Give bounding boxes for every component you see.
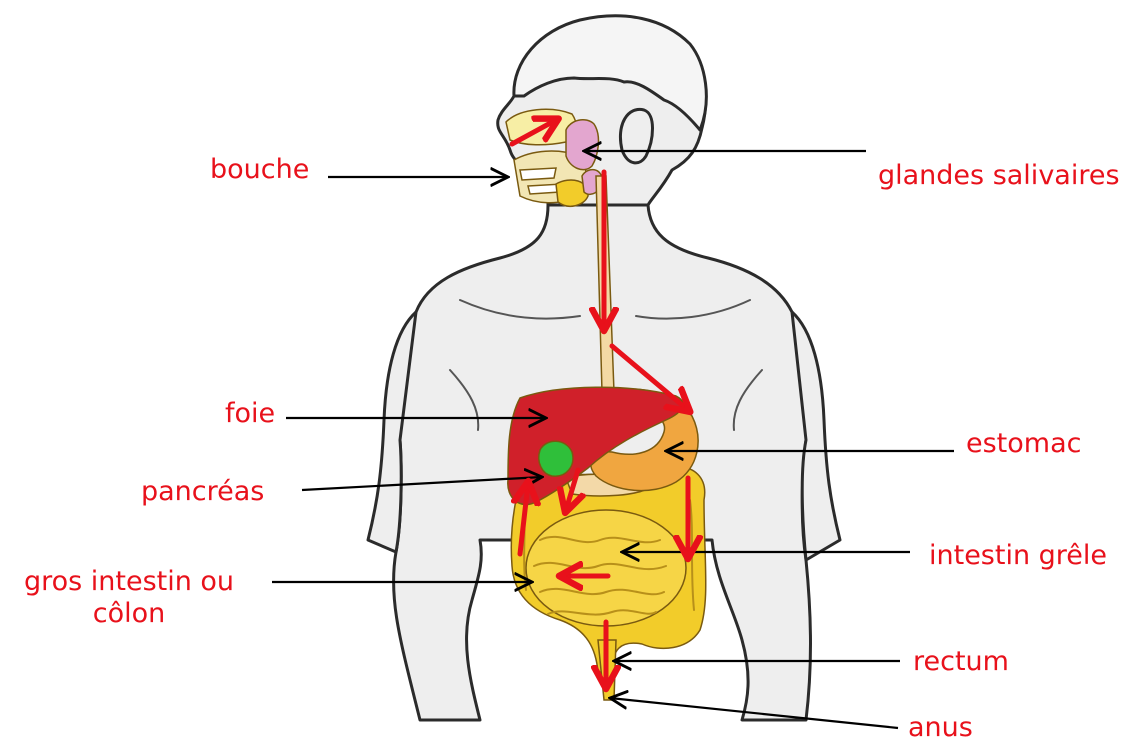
gallbladder (539, 441, 573, 476)
label-estomac: estomac (966, 428, 1081, 460)
label-gros-intestin-line2: côlon (4, 598, 254, 630)
label-pancreas: pancréas (141, 476, 264, 508)
label-rectum: rectum (913, 646, 1009, 678)
label-anus: anus (908, 712, 973, 744)
label-bouche: bouche (210, 154, 309, 186)
salivary-gland-parotid (566, 120, 598, 170)
ear (620, 109, 652, 162)
label-glandes-salivaires: glandes salivaires (878, 160, 1120, 192)
label-gros-intestin: gros intestin ou côlon (4, 566, 254, 630)
label-intestin-grele: intestin grêle (929, 540, 1107, 572)
label-gros-intestin-line1: gros intestin ou (4, 566, 254, 598)
label-foie: foie (225, 398, 275, 430)
